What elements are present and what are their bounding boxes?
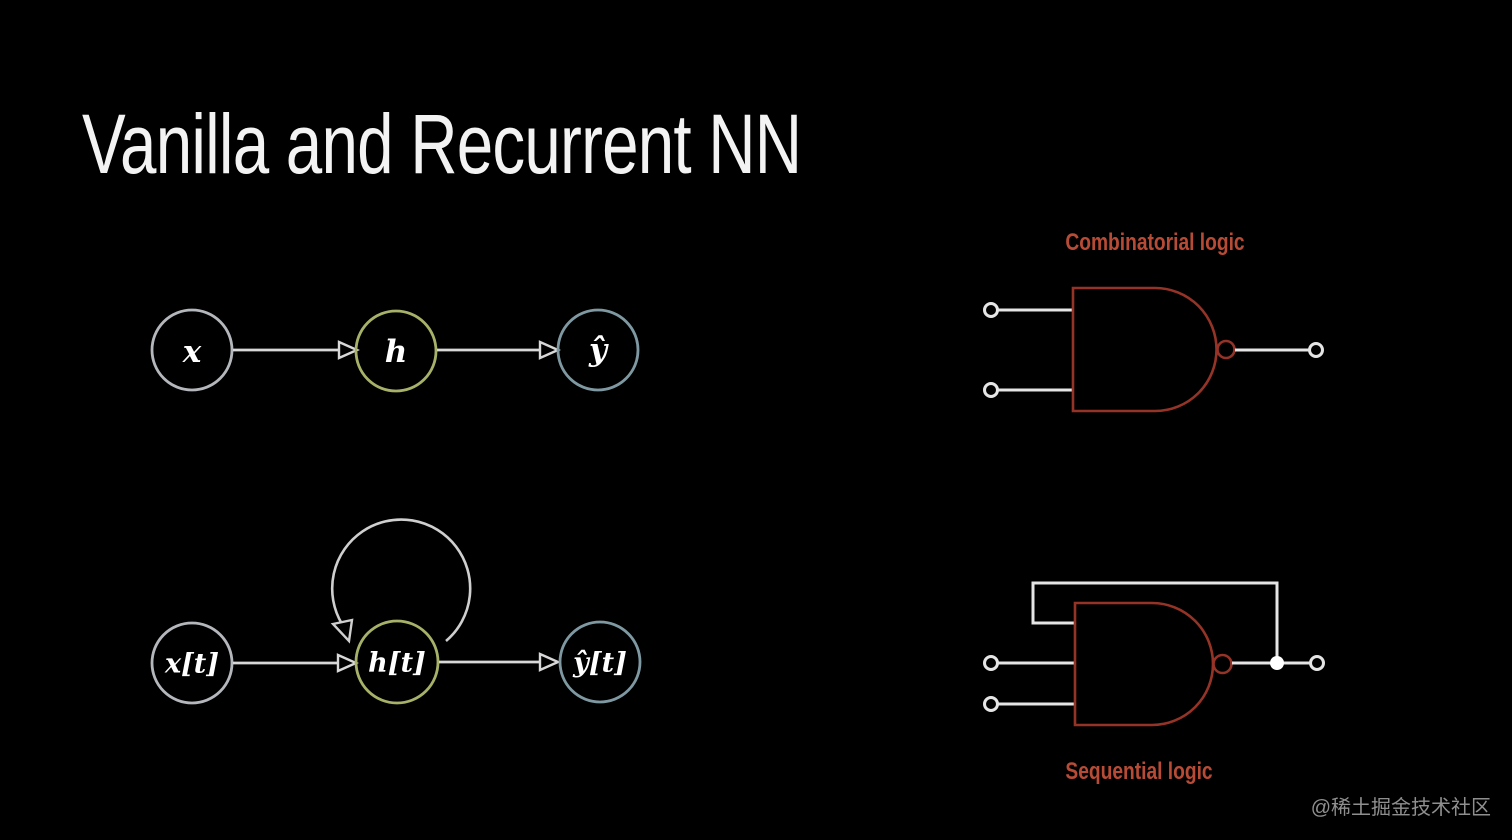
recurrent-input-node-circle — [150, 621, 234, 705]
vanilla-arrow-x-to-h-head — [337, 340, 360, 360]
feedback-wire — [1031, 581, 1279, 663]
watermark: @稀土掘金技术社区 — [1310, 797, 1491, 819]
input-terminal-icon — [983, 382, 999, 398]
vanilla-output-node-circle — [556, 308, 640, 392]
junction-dot — [1270, 656, 1284, 670]
recurrent-arrow-h-to-y-head — [538, 652, 561, 672]
combinatorial-logic-diagram — [983, 286, 1324, 413]
nand-inversion-bubble — [1216, 339, 1236, 360]
input-terminal-icon — [983, 302, 999, 318]
sequential-logic-diagram — [983, 581, 1325, 727]
vanilla-output-node-label: ŷ — [588, 332, 608, 368]
vanilla-arrow-h-to-y-head — [538, 340, 561, 360]
recurrent-hidden-node-label: h[t] — [368, 647, 426, 679]
nand-gate-body — [1071, 286, 1218, 413]
vanilla-hidden-node-circle — [354, 309, 438, 393]
page-title: Vanilla and Recurrent NN — [82, 97, 802, 192]
vanilla-input-node-circle — [150, 308, 234, 392]
recurrent-output-node-circle — [558, 620, 642, 704]
recurrent-arrow-x-to-h-head — [336, 653, 359, 673]
vanilla-nn-diagram — [150, 308, 640, 393]
combinatorial-logic-label: Combinatorial logic — [1065, 229, 1245, 256]
vanilla-input-node-label: x — [182, 334, 202, 370]
recurrent-output-node-label: ŷ[t] — [573, 647, 627, 679]
recurrent-input-node-label: x[t] — [164, 648, 220, 680]
output-terminal-icon — [1308, 342, 1324, 358]
vanilla-hidden-node-label: h — [384, 334, 408, 370]
recurrent-self-loop-arrowhead — [330, 618, 354, 644]
nand-gate-body — [1073, 601, 1215, 727]
output-terminal-icon — [1309, 655, 1325, 671]
sequential-logic-label: Sequential logic — [1065, 758, 1213, 785]
input-terminal-icon — [983, 696, 999, 712]
input-terminal-icon — [983, 655, 999, 671]
recurrent-hidden-node-circle — [354, 619, 440, 705]
recurrent-self-loop-arc — [330, 518, 472, 642]
recurrent-nn-diagram — [150, 518, 642, 705]
nand-inversion-bubble — [1212, 653, 1233, 675]
